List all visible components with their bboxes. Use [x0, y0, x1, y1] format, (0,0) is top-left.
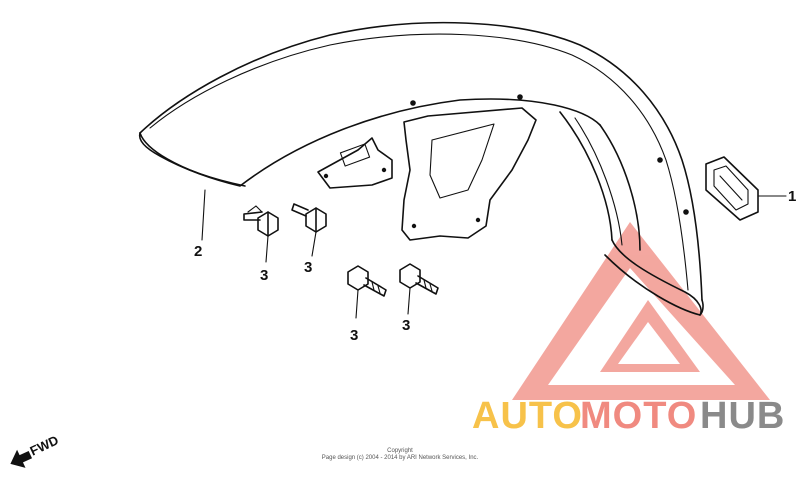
bolt-2	[291, 203, 327, 233]
copyright-line-2: Page design (c) 2004 - 2014 by ARI Netwo…	[322, 455, 479, 461]
watermark-hub: HUB	[700, 395, 785, 437]
left-bracket	[317, 137, 393, 189]
copyright-line-1: Copyright	[387, 448, 413, 454]
callout-3-bolt-4: 3	[402, 317, 410, 334]
watermark-logo	[512, 222, 770, 400]
callout-2: 2	[194, 243, 202, 260]
center-bracket	[401, 107, 537, 241]
front-fender	[138, 21, 704, 316]
direction-label: FWD	[28, 432, 61, 458]
bolt-4	[399, 263, 439, 295]
callout-3-bolt-1: 3	[260, 267, 268, 284]
watermark-auto: AUTO	[472, 395, 583, 437]
watermark-moto: MOTO	[580, 395, 697, 437]
callout-3-bolt-2: 3	[304, 259, 312, 276]
rubber-clip	[705, 156, 759, 221]
callout-3-bolt-3: 3	[350, 327, 358, 344]
callout-1: 1	[788, 188, 796, 205]
bolt-1	[243, 205, 279, 237]
bolt-3	[347, 265, 387, 297]
forward-arrow-icon	[10, 449, 33, 468]
leader-lines	[201, 189, 787, 319]
watermark-text: AUTO MOTO HUB	[472, 395, 785, 437]
